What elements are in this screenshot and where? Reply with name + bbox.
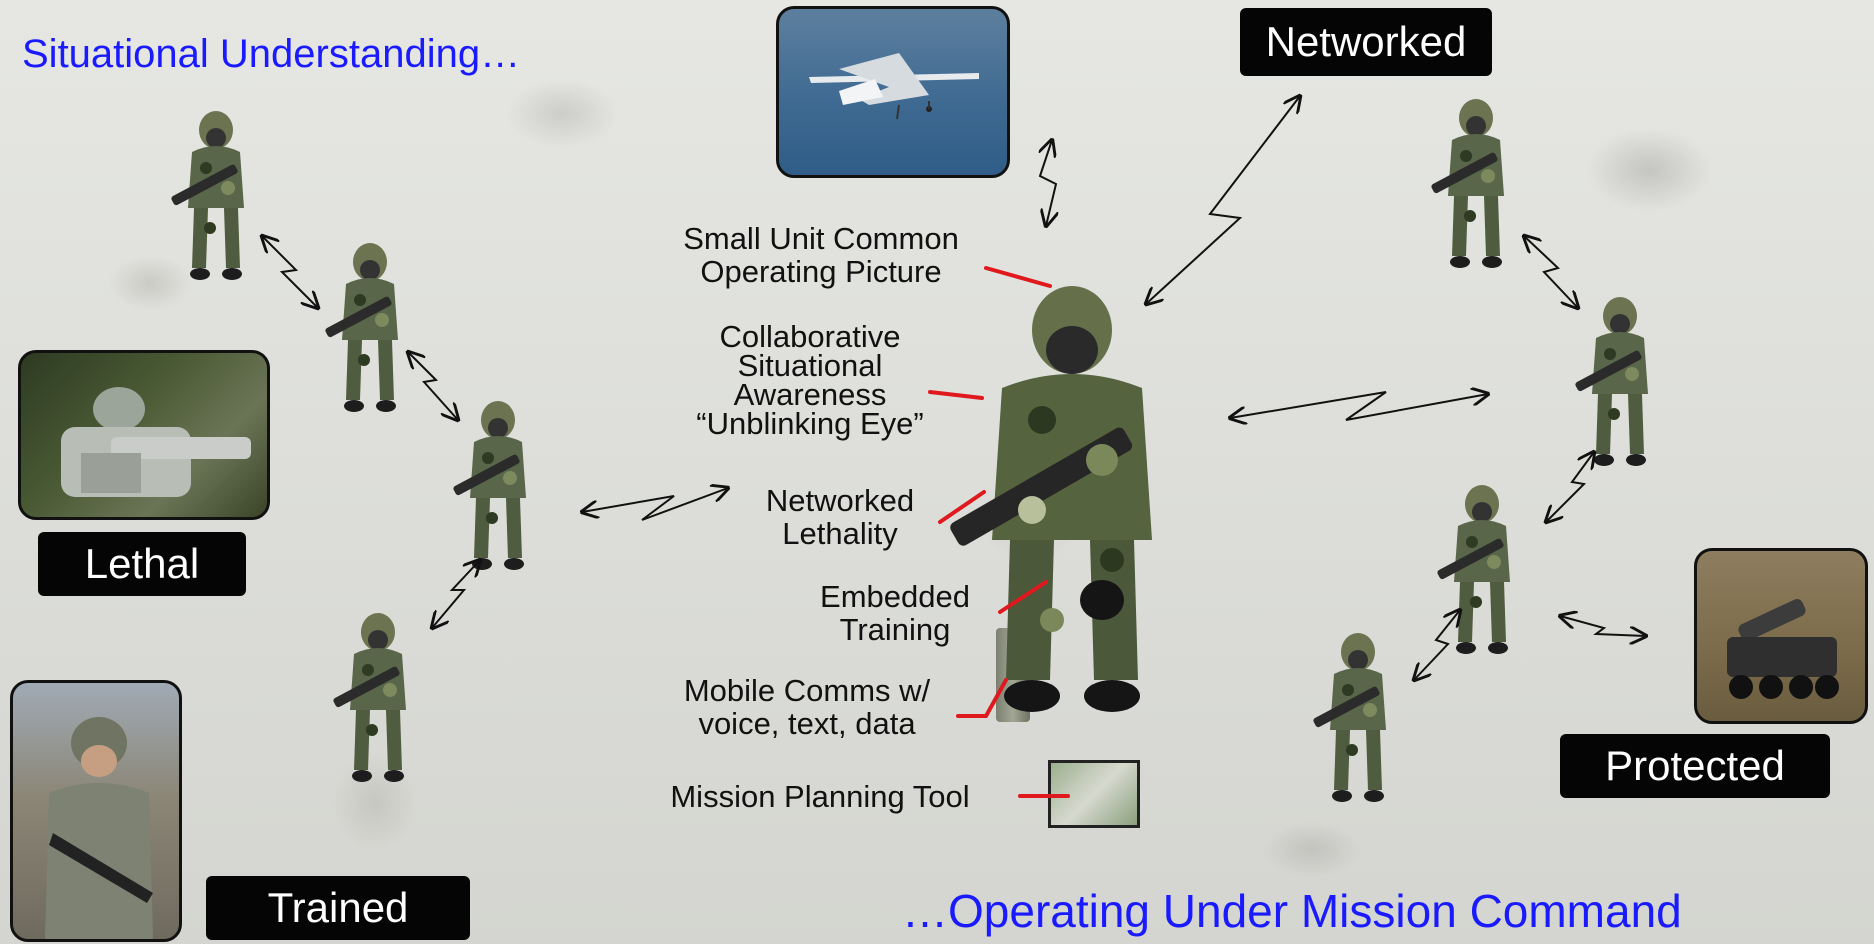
link-arrow-left-to-center: [582, 488, 728, 521]
soldier-left-2: [324, 243, 398, 412]
link-arrow-left-1-2: [262, 236, 318, 308]
callout-common-operating-picture: Small Unit Common Operating Picture: [656, 222, 986, 288]
link-arrow-right-to-robot: [1560, 616, 1646, 636]
callout-common-operating-picture-line-2: Operating Picture: [700, 254, 942, 289]
callout-embedded-training: Embedded Training: [790, 580, 1000, 646]
badge-lethal: Lethal: [38, 532, 246, 596]
callout-mobile-comms-line-2: voice, text, data: [698, 706, 916, 741]
callout-networked-lethality-line-2: Lethality: [782, 516, 898, 551]
soldier-right-3: [1436, 485, 1510, 654]
soldier-right-2: [1574, 297, 1648, 466]
callout-mobile-comms-line-1: Mobile Comms w/: [683, 673, 931, 708]
soldier-central: [948, 286, 1152, 712]
badge-trained: Trained: [206, 876, 470, 940]
callout-line-common-picture: [984, 266, 1052, 288]
uav-drone-icon: [809, 53, 979, 120]
link-arrow-right-2-3: [1546, 452, 1594, 522]
callout-common-operating-picture-line-1: Small Unit Common: [683, 221, 959, 256]
soldier-left-4: [332, 613, 406, 782]
soldier-right-1: [1430, 99, 1504, 268]
lethal-soldier-photo: [18, 350, 270, 520]
callout-situational-awareness-line-2: Situational: [737, 348, 883, 383]
link-arrow-center-to-right: [1230, 392, 1488, 420]
callout-line-situational-awareness: [928, 390, 984, 400]
badge-protected: Protected: [1560, 734, 1830, 798]
callout-embedded-training-line-1: Embedded: [820, 579, 970, 614]
protected-robot-photo: [1694, 548, 1868, 724]
trained-soldier-photo: [10, 680, 182, 942]
callout-line-comms: [956, 678, 1008, 718]
badge-networked: Networked: [1240, 8, 1492, 76]
soldier-standing-icon: [45, 717, 153, 939]
link-arrow-left-2-3: [408, 352, 458, 420]
heading-mission-command: …Operating Under Mission Command: [902, 885, 1682, 937]
callout-situational-awareness-line-1: Collaborative: [719, 319, 901, 354]
robot-vehicle-icon: [1727, 599, 1839, 699]
callout-networked-lethality-line-1: Networked: [765, 483, 915, 518]
callout-line-lethality: [938, 490, 986, 524]
link-arrow-uav-to-center: [1040, 140, 1056, 226]
link-arrow-right-3-4: [1414, 610, 1460, 680]
callout-situational-awareness-line-3: Awareness: [733, 377, 887, 412]
callout-mission-planning-tool: Mission Planning Tool: [670, 779, 970, 814]
callout-line-training: [998, 580, 1048, 614]
callout-mobile-comms: Mobile Comms w/ voice, text, data: [662, 674, 952, 740]
callout-situational-awareness: Collaborative Situational Awareness “Unb…: [660, 319, 960, 441]
heading-situational-understanding: Situational Understanding…: [22, 32, 521, 76]
callout-embedded-training-line-2: Training: [839, 612, 951, 647]
link-arrow-left-3-4: [432, 560, 480, 628]
soldier-left-3: [452, 401, 526, 570]
callout-situational-awareness-line-4: “Unblinking Eye”: [696, 406, 924, 441]
soldier-right-4: [1312, 633, 1386, 802]
soldier-aiming-icon: [61, 387, 251, 497]
uav-photo: [776, 6, 1010, 178]
link-arrow-center-to-network: [1146, 96, 1300, 304]
soldier-left-1: [170, 111, 244, 280]
link-arrow-right-1-2: [1524, 236, 1578, 308]
callout-networked-lethality: Networked Lethality: [730, 484, 950, 550]
